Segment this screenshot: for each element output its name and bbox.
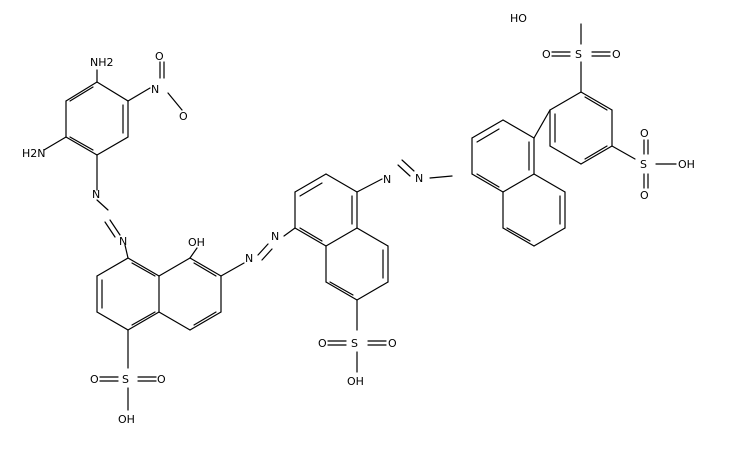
nh2-left-bond [43, 136, 67, 151]
so3h-d-s-label: S [640, 158, 647, 171]
azo3-n1-label: N [383, 173, 391, 186]
so3h-c-o1-label: O [542, 48, 551, 61]
naphthalene-2 [294, 173, 389, 301]
so3h-a-o2-label: O [157, 373, 166, 386]
so3h-d-o2-label: O [640, 189, 649, 202]
azo3-bond-a [356, 178, 383, 193]
nh2-top-label: NH2 [90, 56, 114, 69]
azo2-bond-a [220, 262, 245, 277]
so3h-d-oh-label: OH [678, 158, 695, 171]
azo3-double [401, 159, 415, 172]
so3h-c-o2-label: O [612, 48, 621, 61]
nitro-n-label: N [151, 83, 159, 96]
so3h-d-bond [611, 145, 636, 160]
nitro-o-minus-bond [167, 92, 183, 111]
so3h-d-o1-label: O [640, 127, 649, 140]
azo1-n1-label: N [92, 188, 100, 201]
azo2-double [257, 243, 269, 256]
so3h-c-oh-label: HO [510, 12, 527, 25]
oh-label: OH [188, 236, 205, 249]
azo1-double [109, 219, 121, 236]
azo2-n1-label: N [245, 252, 253, 265]
so3h-a-o1-label: O [90, 373, 99, 386]
azo1-n2-label: N [119, 235, 127, 248]
naphthalene-3 [471, 119, 566, 247]
biaryl-bond [533, 109, 551, 139]
ring-e [549, 91, 613, 165]
so3h-a-s-label: S [122, 373, 129, 386]
so3h-b-s-label: S [351, 337, 358, 350]
nitro-bond [127, 87, 151, 102]
azo2-n2-label: N [271, 230, 279, 243]
so3h-c-s-label: S [575, 48, 582, 61]
oh-bond [189, 247, 198, 259]
naphthalene-1 [96, 257, 222, 331]
so3h-b-o1-label: O [318, 337, 327, 350]
nh2-left-label: H2N [22, 147, 46, 160]
nitro-o-minus-label: O [179, 110, 188, 123]
so3h-b-o2-label: O [388, 337, 397, 350]
azo3-n2-label: N [415, 172, 423, 185]
so3h-b-oh-label: OH [347, 375, 364, 388]
so3h-a-oh-label: OH [118, 413, 135, 426]
nitro-o-top-label: O [155, 50, 164, 63]
ring-a [65, 81, 129, 156]
